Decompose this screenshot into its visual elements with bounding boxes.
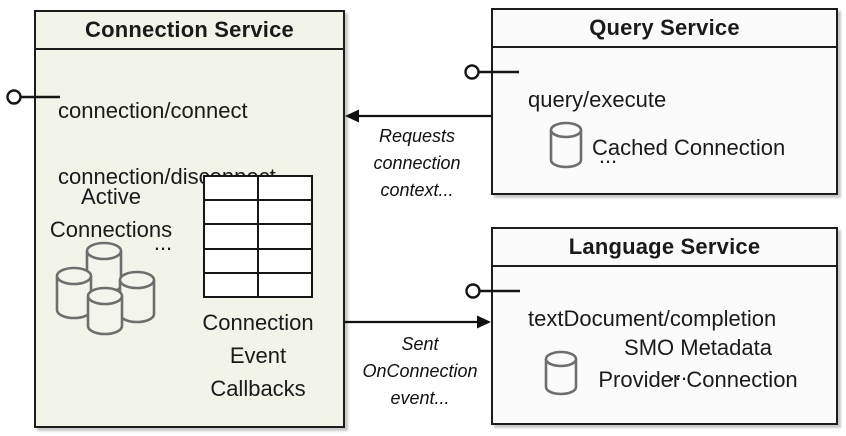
- language-service-methods: textDocument/completion ...: [528, 278, 828, 413]
- onconnection-event-arrow: [345, 315, 491, 329]
- sent-onconnection-event-label: Sent OnConnection event...: [362, 334, 478, 408]
- smo-metadata-provider-label: SMO Metadata Provider Connection: [598, 335, 798, 392]
- table-cell: [259, 201, 311, 224]
- ellipsis-text: ...: [153, 230, 173, 255]
- method-textdocument-completion: textDocument/completion: [528, 306, 777, 331]
- table-cell: [205, 249, 257, 272]
- table-cell: [205, 201, 257, 224]
- active-connections-databases-icon: [55, 241, 156, 336]
- table-cell: [205, 177, 257, 200]
- cached-connection-database-icon: [549, 121, 583, 169]
- method-query-execute: query/execute: [528, 87, 667, 112]
- table-cell: [205, 225, 257, 248]
- ellipsis-text: ...: [598, 143, 618, 168]
- query-service-box: Query Service: [491, 8, 838, 195]
- smo-metadata-database-icon: [544, 350, 578, 396]
- table-cell: [259, 249, 311, 272]
- table-cell: [259, 177, 311, 200]
- ellipsis-text: ...: [668, 360, 688, 385]
- language-service-title: Language Service: [493, 229, 836, 267]
- cached-connection-label: Cached Connection: [592, 135, 786, 160]
- requests-connection-arrow: [345, 109, 491, 123]
- connection-event-callbacks-label: Connection Event Callbacks: [202, 310, 314, 401]
- requests-connection-context-label: Requests connection context...: [373, 126, 461, 200]
- table-cell: [259, 273, 311, 296]
- callback-table-icon: [203, 175, 313, 298]
- table-cell: [205, 273, 257, 296]
- method-connection-connect: connection/connect: [58, 98, 248, 123]
- connection-service-title: Connection Service: [36, 12, 343, 50]
- table-cell: [259, 225, 311, 248]
- query-service-methods: query/execute ...: [528, 58, 688, 198]
- query-service-title: Query Service: [493, 10, 836, 48]
- active-connections-label: Active Connections: [49, 184, 173, 242]
